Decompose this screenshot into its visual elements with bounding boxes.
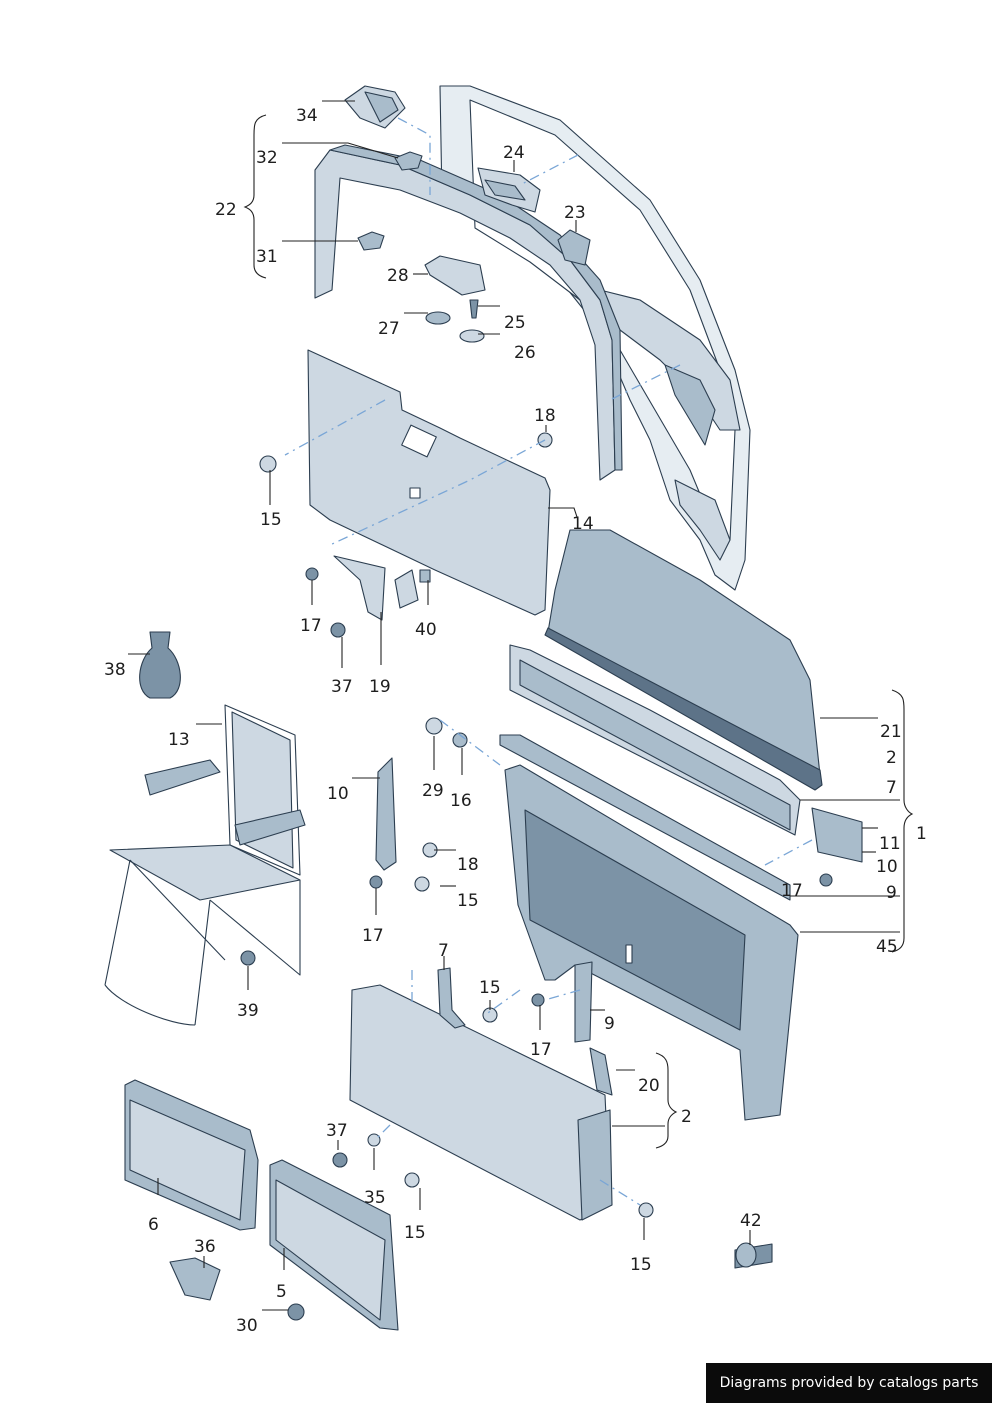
callout-10-right: 10 bbox=[876, 857, 898, 877]
callout-13: 13 bbox=[168, 730, 190, 750]
callout-15-bottom-right: 15 bbox=[630, 1255, 652, 1275]
callout-42: 42 bbox=[740, 1211, 762, 1231]
clip-32 bbox=[394, 151, 423, 171]
screw-25 bbox=[469, 299, 479, 319]
callout-15-top: 15 bbox=[260, 510, 282, 530]
callout-25: 25 bbox=[504, 313, 526, 333]
trim-panel-14 bbox=[307, 349, 551, 616]
callout-28: 28 bbox=[387, 266, 409, 286]
bracket-28 bbox=[424, 255, 486, 296]
callout-37-top: 37 bbox=[331, 677, 353, 697]
callout-14: 14 bbox=[572, 514, 594, 534]
callout-36: 36 bbox=[194, 1237, 216, 1257]
callout-2-lower: 2 bbox=[681, 1107, 692, 1127]
callout-39: 39 bbox=[237, 1001, 259, 1021]
callout-21: 21 bbox=[880, 722, 902, 742]
alignment-lines bbox=[284, 117, 813, 1206]
callout-35: 35 bbox=[364, 1188, 386, 1208]
bag-38 bbox=[139, 631, 181, 699]
callout-9-right: 9 bbox=[886, 883, 897, 903]
folding-chair-13 bbox=[104, 704, 306, 1026]
callout-34: 34 bbox=[296, 106, 318, 126]
side-panel-45 bbox=[504, 764, 799, 1121]
callout-18-top: 18 bbox=[534, 406, 556, 426]
lower-panel-2 bbox=[349, 984, 613, 1221]
callout-31: 31 bbox=[256, 247, 278, 267]
callout-38: 38 bbox=[104, 660, 126, 680]
callout-26: 26 bbox=[514, 343, 536, 363]
callout-9-lower: 9 bbox=[604, 1014, 615, 1034]
bracket-40 bbox=[394, 569, 431, 609]
clip-31 bbox=[357, 231, 385, 251]
brace-2 bbox=[655, 1052, 678, 1149]
cargo-cover-21 bbox=[544, 529, 823, 791]
bracket-7b bbox=[437, 967, 466, 1029]
cap-27 bbox=[425, 311, 451, 325]
callout-29: 29 bbox=[422, 781, 444, 801]
bracket-20 bbox=[589, 1047, 613, 1096]
callout-2-right: 2 bbox=[886, 748, 897, 768]
callout-18-mid: 18 bbox=[457, 855, 479, 875]
handle-36 bbox=[169, 1257, 221, 1301]
sill-rail-7 bbox=[509, 644, 801, 836]
bracket-11 bbox=[811, 807, 863, 863]
fasteners bbox=[240, 432, 833, 1321]
headliner-frame bbox=[314, 144, 623, 481]
callout-17-right: 17 bbox=[781, 881, 803, 901]
callout-15-mid: 15 bbox=[457, 891, 479, 911]
brace-1 bbox=[891, 689, 914, 953]
brace-22 bbox=[243, 114, 267, 279]
callout-11: 11 bbox=[879, 834, 901, 854]
callout-17-mid: 17 bbox=[362, 926, 384, 946]
callout-17-top: 17 bbox=[300, 616, 322, 636]
callout-27: 27 bbox=[378, 319, 400, 339]
callout-15-lower: 15 bbox=[479, 978, 501, 998]
callout-labels: 34 32 22 31 24 23 28 25 27 26 18 15 14 1… bbox=[104, 106, 927, 1336]
tape-roll-42 bbox=[734, 1242, 773, 1269]
leader-lines bbox=[128, 100, 900, 1311]
callout-32: 32 bbox=[256, 148, 278, 168]
side-tray-5 bbox=[269, 1159, 399, 1331]
callout-5: 5 bbox=[276, 1282, 287, 1302]
latch-23 bbox=[557, 229, 591, 266]
bracket-19 bbox=[333, 555, 386, 621]
credit-banner: Diagrams provided by catalogs parts bbox=[706, 1363, 992, 1403]
bracket-34 bbox=[344, 85, 406, 129]
callout-1: 1 bbox=[916, 824, 927, 844]
callout-16: 16 bbox=[450, 791, 472, 811]
sill-rail-9 bbox=[499, 734, 791, 901]
callout-30: 30 bbox=[236, 1316, 258, 1336]
callout-40: 40 bbox=[415, 620, 437, 640]
callout-17-lower: 17 bbox=[530, 1040, 552, 1060]
callout-22: 22 bbox=[215, 200, 237, 220]
callout-7-lower: 7 bbox=[438, 941, 449, 961]
cap-26 bbox=[459, 329, 485, 343]
callout-15-bottom-mid: 15 bbox=[404, 1223, 426, 1243]
callout-19: 19 bbox=[369, 677, 391, 697]
strap-9 bbox=[574, 961, 593, 1043]
callout-24: 24 bbox=[503, 143, 525, 163]
callout-23: 23 bbox=[564, 203, 586, 223]
callout-6: 6 bbox=[148, 1215, 159, 1235]
callout-45: 45 bbox=[876, 937, 898, 957]
callout-7-right: 7 bbox=[886, 778, 897, 798]
callout-10-left: 10 bbox=[327, 784, 349, 804]
callout-37-lower: 37 bbox=[326, 1121, 348, 1141]
callout-20: 20 bbox=[638, 1076, 660, 1096]
storage-box-6 bbox=[124, 1079, 259, 1231]
bracket-24 bbox=[477, 167, 541, 213]
bracket-10 bbox=[375, 757, 397, 871]
